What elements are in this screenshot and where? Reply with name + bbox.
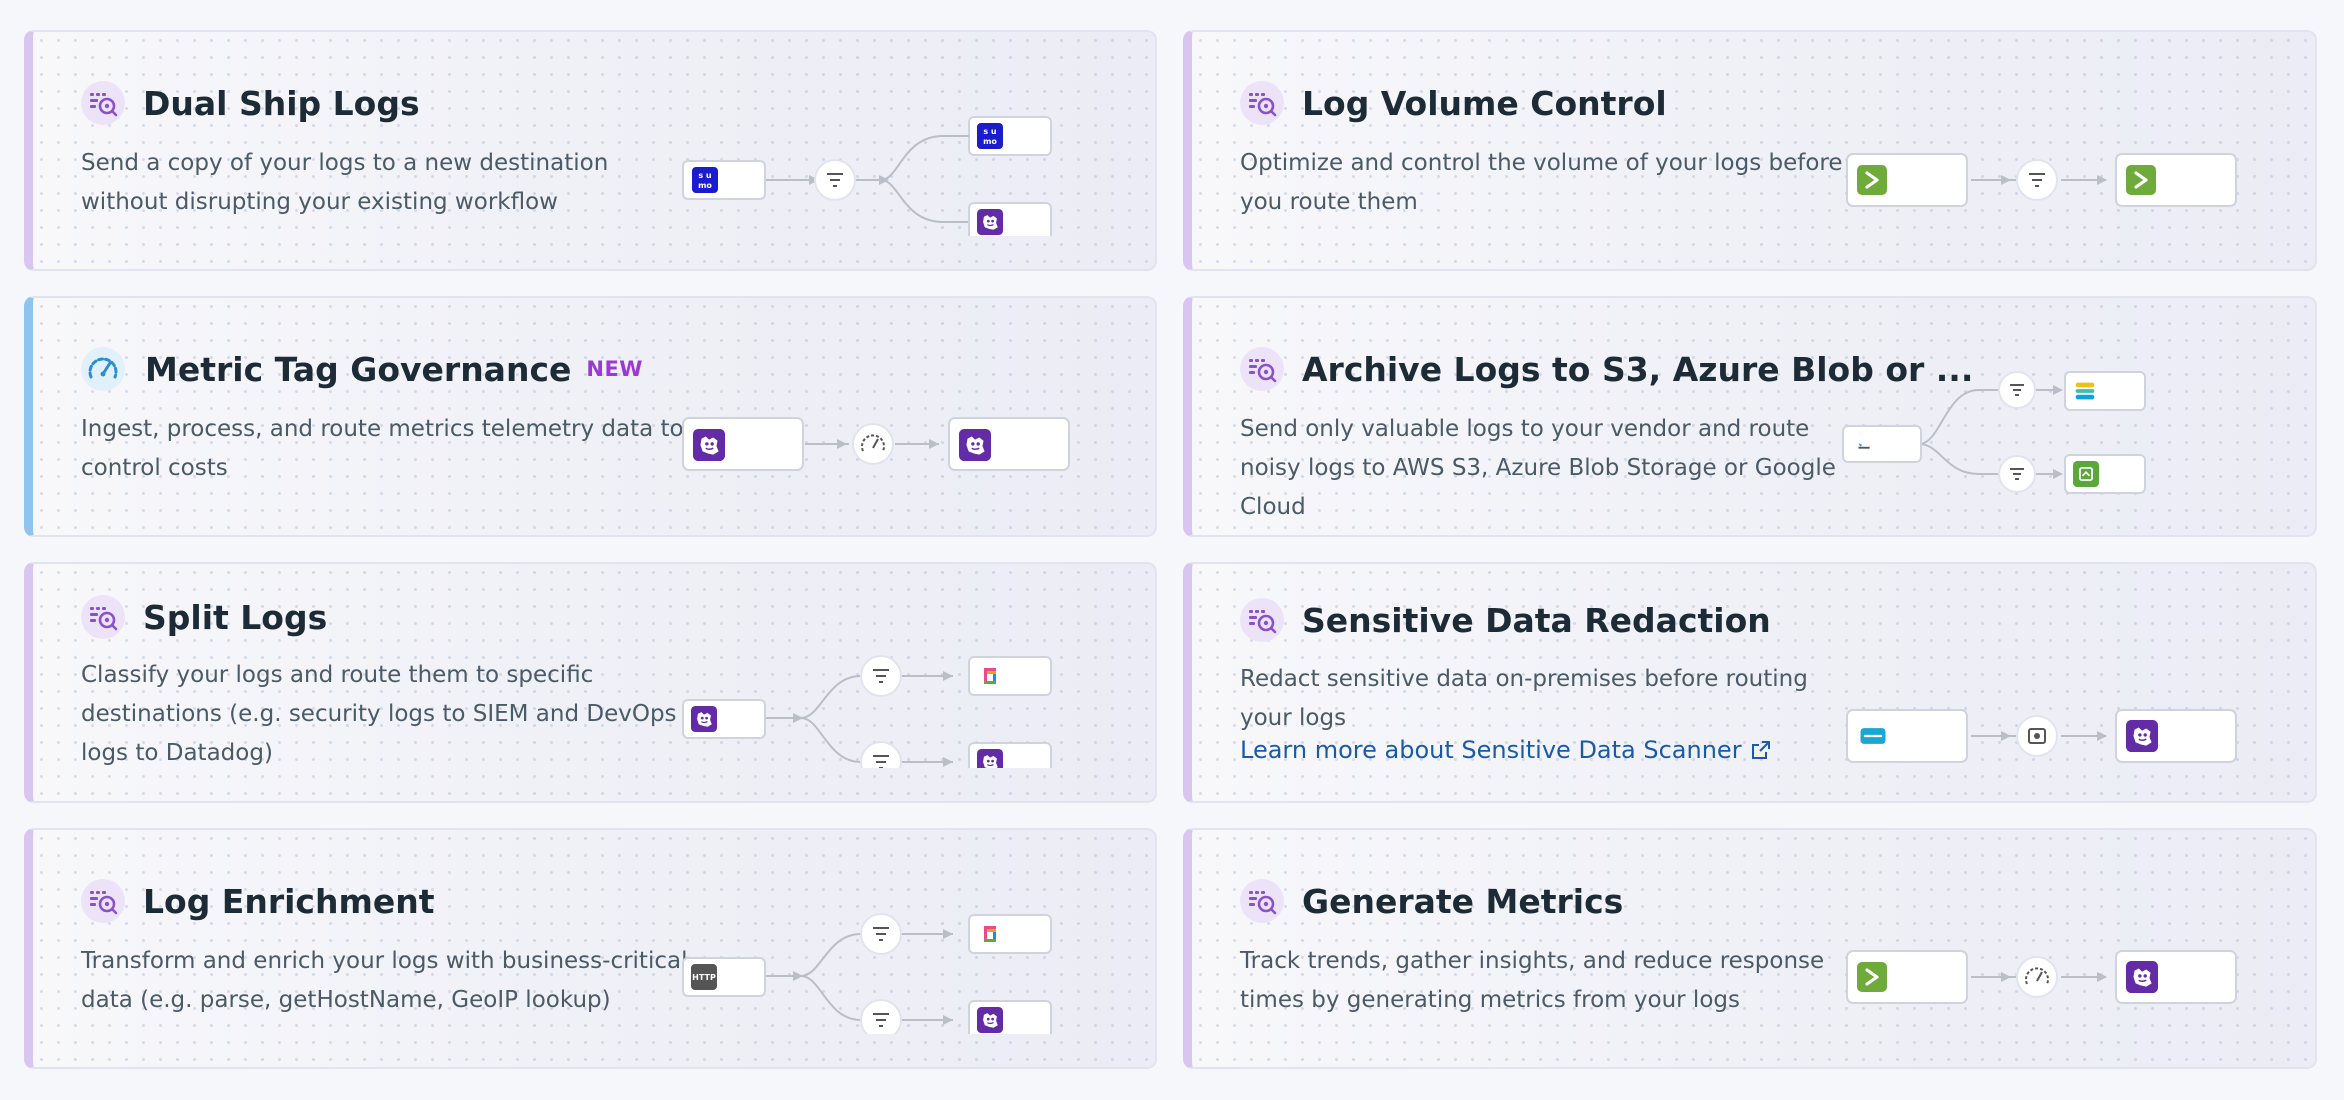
filter-icon	[860, 913, 902, 955]
card-title: Metric Tag Governance	[145, 349, 572, 389]
template-card-archive-logs[interactable]: Archive Logs to S3, Azure Blob or ... Se…	[1183, 296, 2317, 537]
card-header: Split Logs	[81, 595, 327, 639]
filter-icon	[814, 159, 856, 201]
card-title: Log Enrichment	[143, 881, 435, 921]
pipeline-icon	[1240, 598, 1284, 642]
redact-icon	[2016, 715, 2058, 757]
card-header: Sensitive Data Redaction	[1240, 598, 1771, 642]
template-card-log-volume-control[interactable]: Log Volume Control Optimize and control …	[1183, 30, 2317, 271]
destination-storage-node	[2064, 454, 2146, 494]
template-card-dual-ship-logs[interactable]: Dual Ship Logs Send a copy of your logs …	[24, 30, 1157, 271]
pipeline-diagram	[1841, 76, 2241, 236]
svg-text:HTTP: HTTP	[692, 973, 716, 982]
template-card-split-logs[interactable]: Split Logs Classify your logs and route …	[24, 562, 1157, 803]
svg-text:mo: mo	[983, 137, 997, 146]
destination-datadog-node	[948, 417, 1070, 471]
template-card-metric-tag-governance[interactable]: Metric Tag Governance NEW Ingest, proces…	[24, 296, 1157, 537]
template-card-log-enrichment[interactable]: Log Enrichment Transform and enrich your…	[24, 828, 1157, 1069]
card-header: Dual Ship Logs	[81, 81, 420, 125]
card-description: Ingest, process, and route metrics telem…	[81, 416, 684, 481]
svg-text:s u: s u	[983, 127, 997, 136]
card-description: Track trends, gather insights, and reduc…	[1240, 948, 1825, 1013]
template-card-sensitive-data-redaction[interactable]: Sensitive Data Redaction Redact sensitiv…	[1183, 562, 2317, 803]
pipeline-diagram	[681, 342, 1081, 502]
pipeline-diagram	[681, 608, 1081, 768]
filter-icon	[1998, 455, 2036, 493]
template-card-generate-metrics[interactable]: Generate Metrics Track trends, gather in…	[1183, 828, 2317, 1069]
card-description: Send only valuable logs to your vendor a…	[1240, 416, 1836, 520]
card-title: Archive Logs to S3, Azure Blob or ...	[1302, 349, 1974, 389]
card-description: Optimize and control the volume of your …	[1240, 150, 1843, 215]
pipeline-diagram	[1841, 608, 2241, 768]
source-cloud-node	[1846, 709, 1968, 763]
gauge-icon	[852, 423, 894, 465]
pipeline-diagram	[1841, 874, 2241, 1034]
source-kubernetes-node	[1842, 425, 1922, 463]
destination-datadog-node	[968, 1000, 1052, 1034]
learn-more-link-label: Learn more about Sensitive Data Scanner	[1240, 736, 1742, 764]
pipeline-diagram	[1841, 342, 2241, 502]
filter-icon	[1998, 371, 2036, 409]
pipeline-icon	[81, 595, 125, 639]
card-header: Log Enrichment	[81, 879, 435, 923]
card-description: Send a copy of your logs to a new destin…	[81, 150, 609, 215]
source-sumo-node: s u mo	[682, 160, 766, 200]
filter-icon	[860, 655, 902, 697]
gauge-icon	[2016, 956, 2058, 998]
destination-datadog-node	[2115, 709, 2237, 763]
card-title: Log Volume Control	[1302, 83, 1667, 123]
destination-splunk-node	[968, 656, 1052, 696]
destination-splunk-node	[968, 914, 1052, 954]
pipeline-template-grid: Dual Ship Logs Send a copy of your logs …	[24, 30, 2317, 1069]
card-header: Metric Tag Governance NEW	[81, 347, 643, 391]
source-terminal-node	[1846, 950, 1968, 1004]
card-header: Log Volume Control	[1240, 81, 1667, 125]
card-title: Split Logs	[143, 597, 328, 637]
card-title: Dual Ship Logs	[143, 83, 420, 123]
card-header: Generate Metrics	[1240, 879, 1623, 923]
svg-text:mo: mo	[698, 181, 712, 190]
destination-elastic-node	[2064, 371, 2146, 411]
card-description: Redact sensitive data on-premises before…	[1240, 666, 1808, 731]
pipeline-icon	[1240, 347, 1284, 391]
destination-datadog-node	[968, 202, 1052, 236]
gauge-icon	[81, 347, 125, 391]
learn-more-link[interactable]: Learn more about Sensitive Data Scanner	[1240, 736, 1772, 764]
pipeline-icon	[81, 81, 125, 125]
svg-text:s u: s u	[698, 171, 712, 180]
external-link-icon	[1751, 741, 1770, 759]
card-description: Transform and enrich your logs with busi…	[81, 948, 688, 1013]
destination-terminal-node	[2115, 153, 2237, 207]
card-header: Archive Logs to S3, Azure Blob or ...	[1240, 347, 1973, 391]
source-terminal-node	[1846, 153, 1968, 207]
card-description: Classify your logs and route them to spe…	[81, 662, 677, 766]
destination-sumo-node: s u mo	[968, 116, 1052, 156]
filter-icon	[2016, 159, 2058, 201]
card-title: Sensitive Data Redaction	[1302, 600, 1771, 640]
pipeline-diagram: HTTP	[681, 874, 1081, 1034]
filter-icon	[860, 999, 902, 1034]
pipeline-diagram: s u mo s u mo	[681, 76, 1081, 236]
destination-datadog-node	[2115, 950, 2237, 1004]
destination-datadog-node	[968, 742, 1052, 768]
new-badge: NEW	[586, 357, 643, 381]
pipeline-icon	[1240, 81, 1284, 125]
card-title: Generate Metrics	[1302, 881, 1624, 921]
source-http-node: HTTP	[682, 957, 766, 997]
source-datadog-node	[682, 699, 766, 739]
filter-icon	[860, 741, 902, 768]
source-datadog-node	[682, 417, 804, 471]
pipeline-icon	[81, 879, 125, 923]
pipeline-icon	[1240, 879, 1284, 923]
